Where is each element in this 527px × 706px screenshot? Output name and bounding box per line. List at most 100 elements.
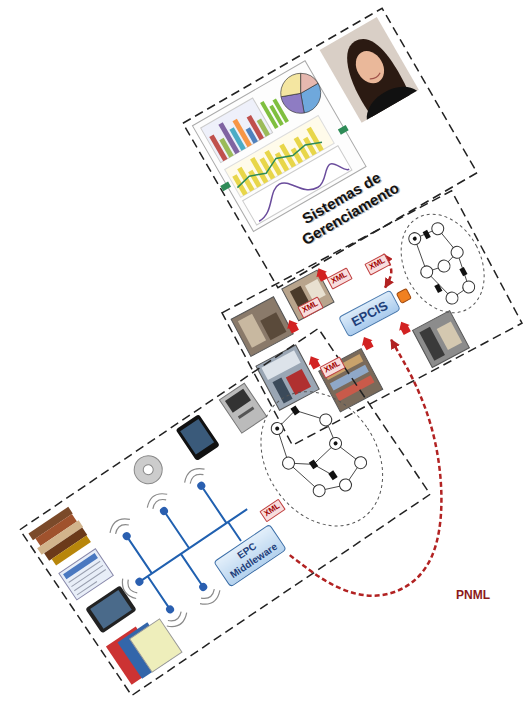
kiosk [219,383,266,433]
site-photo [260,312,286,340]
red-arrow-icon [396,319,413,336]
user-photo [350,46,390,88]
site-photo [319,349,383,412]
petri-net [317,412,334,429]
tablet [90,590,132,629]
petri-net [436,258,452,274]
xml-document-icon: XML [259,499,285,522]
site-photo [256,345,319,410]
chart-panel [306,127,323,152]
petri-net [419,264,435,280]
newspaper [59,549,113,600]
red-arrow-icon [284,317,301,334]
chart-panel [338,125,349,135]
petri-net [385,200,501,328]
petri-net [290,405,299,415]
chart-panel [220,181,231,191]
tablet [85,585,137,633]
service-icon [396,289,411,304]
reader-network [196,480,207,491]
petri-net [311,482,328,499]
petri-net [461,279,477,295]
site-photo [286,369,311,395]
petri-net [430,221,446,237]
rfid-region [20,328,430,695]
site-photo [413,311,470,368]
petri-net [423,230,431,239]
reader-network [165,604,176,615]
reader-network [158,505,169,516]
magazines [106,613,182,686]
edge-label: PNML [454,588,492,602]
kiosk [238,406,255,419]
cd-disc [141,463,155,477]
epcis-box: EPCIS [338,290,401,338]
petri-net [333,441,339,447]
reader-network [198,581,209,592]
cd-disc [129,450,168,489]
chart-panel [257,119,270,137]
middleware-box: EPC Middleware [214,523,288,587]
site-photo [437,321,462,350]
rfid-region [20,328,430,695]
petri-net [328,470,337,480]
site-photo [256,345,319,410]
site-photo [231,297,293,357]
petri-net [407,231,423,247]
petri-net [327,435,344,452]
user-photo [359,78,417,120]
petri-net [269,420,286,437]
newspaper [69,561,109,595]
petri-net [444,290,460,306]
region-title: Sistemas de Gerenciamento [283,159,408,252]
e-reader [175,414,219,461]
petri-net [236,368,408,549]
site-photo [238,314,266,348]
cd-disc [129,450,168,489]
petri-net [309,459,318,469]
petri-net [459,267,467,276]
petri-net [274,426,280,432]
petri-net [280,455,297,472]
management-region [183,8,477,288]
pnml-link [290,340,442,596]
node-text: Sistemas de Gerenciamento [285,160,407,251]
red-arrow-icon [359,334,376,351]
reader-network [90,457,280,640]
site-photo [231,297,293,357]
e-reader [180,419,214,455]
e-reader [175,414,219,461]
petri-net [337,477,354,494]
petri-net [412,236,417,241]
user-photo [320,17,419,123]
xml-document-icon: XML [364,253,390,275]
kiosk [219,383,266,433]
site-photo [335,375,374,401]
reader-network [121,531,132,542]
tablet [85,585,137,633]
site-photo [413,311,470,368]
user-photo [320,17,419,123]
site-photo [319,349,383,412]
kiosk [225,389,251,413]
xml-document-icon: XML [327,267,353,289]
node-text: EPC Middleware [222,530,280,580]
petri-net [236,368,408,549]
newspaper [59,549,113,600]
management-region [183,8,477,288]
reader-network [134,576,145,587]
user-photo [370,73,381,81]
petri-net [266,396,366,504]
xml-document-icon: XML [297,297,323,319]
petri-net [385,200,501,328]
node-text: EPCIS [349,298,390,330]
petri-net [449,244,465,260]
chart-panel [292,68,318,93]
xml-document-icon: XML [319,356,345,378]
red-arrow-icon [269,243,413,382]
petri-net [352,454,369,471]
petri-net [434,284,442,293]
